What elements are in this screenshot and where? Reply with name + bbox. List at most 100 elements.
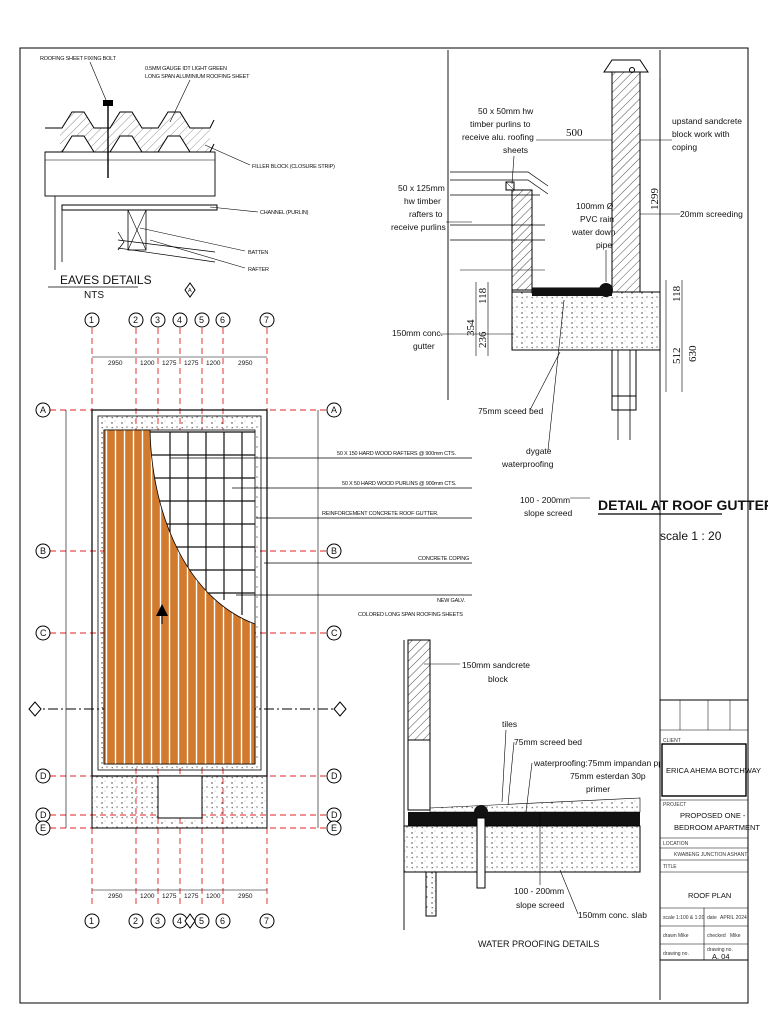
tb-scale-label: scale xyxy=(663,915,675,921)
gutter-pipe-4: pipe xyxy=(596,240,612,250)
tb-title-label: TITLE xyxy=(663,864,677,870)
grid-row-c-left: C xyxy=(40,628,47,638)
dim-top-2: 1200 xyxy=(140,360,155,367)
grid-col-6-bottom: 6 xyxy=(220,916,225,926)
plan-note-sheets-1: NEW GALV. xyxy=(437,598,466,604)
grid-col-7-bottom: 7 xyxy=(264,916,269,926)
wp-title: WATER PROOFING DETAILS xyxy=(478,939,599,949)
tb-project-1: PROPOSED ONE - xyxy=(680,811,746,820)
grid-col-5-bottom: 5 xyxy=(199,916,204,926)
eaves-batten-label: BATTEN xyxy=(248,250,268,256)
grid-row-a-right: A xyxy=(331,405,337,415)
gutter-dygate-2: waterproofing xyxy=(501,459,554,469)
roof-plan: 1 2 3 4 5 6 7 A 2950 1200 1275 1275 1200… xyxy=(28,282,472,929)
gutter-pipe-2: PVC rain xyxy=(580,214,614,224)
grid-row-e-left: E xyxy=(40,823,46,833)
eaves-filler-label: FILLER BLOCK (CLOSURE STRIP) xyxy=(252,164,335,170)
dim-1299: 1299 xyxy=(649,188,661,211)
gutter-purlins-2: timber purlins to xyxy=(470,119,531,129)
dim-bottom-3: 1275 xyxy=(162,893,177,900)
gutter-rafters-1: 50 x 125mm xyxy=(398,183,445,193)
wp-note-1: waterproofing:75mm impandan pp 48p xyxy=(533,758,680,768)
grid-row-b-left: B xyxy=(40,546,46,556)
dim-top-6: 2950 xyxy=(238,360,253,367)
dim-118: 118 xyxy=(477,287,489,304)
roofing-sheets xyxy=(103,429,256,765)
grid-row-d2-right: D xyxy=(331,810,338,820)
grid-row-d-right: D xyxy=(331,771,338,781)
gutter-purlins-3: receive alu. roofing xyxy=(462,132,534,142)
grid-col-4-bottom: 4 xyxy=(177,916,182,926)
dim-500: 500 xyxy=(566,127,583,139)
wp-block-2: block xyxy=(488,674,509,684)
eaves-sheet-label-1: 0.5MM GAUGE IDT LIGHT GREEN xyxy=(145,66,227,72)
gutter-screed-20: 20mm screeding xyxy=(680,209,743,219)
wp-slope-2: slope screed xyxy=(516,900,564,910)
gutter-conc-1: 150mm conc. xyxy=(392,328,443,338)
gutter-upstand-1: upstand sandcrete xyxy=(672,116,742,126)
tb-project-2: BEDROOM APARTMENT xyxy=(674,823,760,832)
tb-client-label: CLIENT xyxy=(663,738,681,744)
grid-col-2-top: 2 xyxy=(133,315,138,325)
eaves-scale: NTS xyxy=(84,290,104,301)
dim-bottom-1: 2950 xyxy=(108,893,123,900)
dim-top-1: 2950 xyxy=(108,360,123,367)
dim-bottom-5: 1200 xyxy=(206,893,221,900)
tb-drawing-no-label: drawing no. xyxy=(663,951,689,957)
gutter-rafters-2: hw timber xyxy=(404,196,441,206)
dim-bottom-4: 1275 xyxy=(184,893,199,900)
grid-col-3-top: 3 xyxy=(155,315,160,325)
dim-top-4: 1275 xyxy=(184,360,199,367)
tb-drawn: Mike xyxy=(678,933,689,939)
sheet-border xyxy=(19,47,749,1004)
dim-top-5: 1200 xyxy=(206,360,221,367)
tb-title: ROOF PLAN xyxy=(688,891,731,900)
grid-row-d-left: D xyxy=(40,771,47,781)
plan-note-rafters: 50 X 150 HARD WOOD RAFTERS @ 900mm CTS. xyxy=(337,451,456,457)
grid-col-4-top: 4 xyxy=(177,315,182,325)
tb-scale: 1:100 & 1:20 xyxy=(676,915,705,921)
eaves-channel-label: CHANNEL (PURLIN) xyxy=(260,210,309,216)
dim-236: 236 xyxy=(477,331,489,348)
plan-note-gutter: REINFORCEMENT CONCRETE ROOF GUTTER. xyxy=(322,511,439,517)
tb-drawn-label: drawn xyxy=(663,933,677,939)
wp-note-2: 75mm esterdan 30p xyxy=(570,771,646,781)
grid-col-7-top: 7 xyxy=(264,315,269,325)
dim-bottom-6: 2950 xyxy=(238,893,253,900)
gutter-slope-1: 100 - 200mm xyxy=(520,495,570,505)
title-block: CLIENT ERICA AHEMA BOTCHWAY PROJECT PROP… xyxy=(659,699,761,961)
gutter-pipe-1: 100mm Ø xyxy=(576,201,614,211)
gutter-detail-title: DETAIL AT ROOF GUTTER xyxy=(598,497,768,513)
tb-checked-label: checked xyxy=(707,933,726,939)
dim-354: 354 xyxy=(465,319,477,336)
wp-screed: 75mm screed bed xyxy=(514,737,582,747)
dim-bottom-2: 1200 xyxy=(140,893,155,900)
gutter-dygate-1: dygate xyxy=(526,446,552,456)
grid-col-2-bottom: 2 xyxy=(133,916,138,926)
grid-col-bubbles-bottom: 1 2 3 4 5 6 7 xyxy=(84,913,275,929)
dims-top: 2950 1200 1275 1275 1200 2950 xyxy=(108,360,253,367)
tb-location: KWABENG JUNCTION ASHANTI xyxy=(674,852,749,858)
grid-row-c-right: C xyxy=(331,628,338,638)
eaves-sheet-label-2: LONG SPAN ALUMINIUM ROOFING SHEET xyxy=(145,74,250,80)
gutter-pipe-3: water down xyxy=(571,227,616,237)
dims-bottom: 2950 1200 1275 1275 1200 2950 xyxy=(108,893,253,900)
grid-row-d2-left: D xyxy=(40,810,47,820)
grid-col-6-top: 6 xyxy=(220,315,225,325)
plan-note-purlins: 50 X 50 HARD WOOD PURLINS @ 900mm CTS. xyxy=(342,481,457,487)
dim-630: 630 xyxy=(687,345,699,362)
gutter-upstand-3: coping xyxy=(672,142,697,152)
tb-checked: Mike xyxy=(730,933,741,939)
eaves-rafter-label: RAFTER xyxy=(248,267,269,273)
grid-row-bubbles: A A B B C C D D D D E E xyxy=(28,402,347,836)
plan-note-sheets-2: COLORED LONG SPAN ROOFING SHEETS xyxy=(358,612,463,618)
wp-note-3: primer xyxy=(586,784,610,794)
gutter-purlins-1: 50 x 50mm hw xyxy=(478,106,534,116)
grid-col-bubbles-top: 1 2 3 4 5 6 7 xyxy=(84,312,275,328)
tb-date-label: date xyxy=(707,915,717,921)
gutter-conc-2: gutter xyxy=(413,341,435,351)
gutter-slope-2: slope screed xyxy=(524,508,572,518)
tb-drawing-no-label-2: drawing no. xyxy=(707,947,733,953)
grid-row-b-right: B xyxy=(331,546,337,556)
gutter-rafters-4: receive purlins xyxy=(391,222,446,232)
